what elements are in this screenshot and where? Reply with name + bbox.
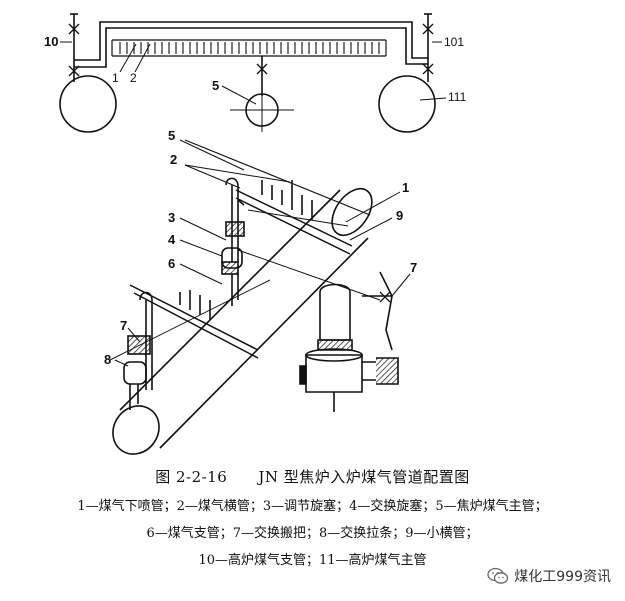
pipeline-diagram: 10 101 111 1 2 5 xyxy=(44,13,467,455)
gas-header-pipe xyxy=(74,21,428,61)
blast-furnace-gas-main-right xyxy=(378,75,436,133)
label-8-persp: 8 xyxy=(104,352,111,367)
valve-icon xyxy=(256,63,268,75)
label-5-top: 5 xyxy=(212,78,219,93)
perspective-view xyxy=(109,139,411,455)
label-3-persp: 3 xyxy=(168,210,175,225)
label-9-persp: 9 xyxy=(396,208,403,223)
label-5-persp: 5 xyxy=(168,128,175,143)
label-7-persp-left: 7 xyxy=(120,318,127,333)
valve-icon xyxy=(379,291,391,303)
valve-icon xyxy=(68,65,80,77)
label-1-persp: 1 xyxy=(402,180,409,195)
valve-icon xyxy=(422,63,434,75)
label-111: 111 xyxy=(448,90,467,104)
watermark-text: 煤化工999资讯 xyxy=(514,569,611,585)
label-2-top: 2 xyxy=(130,71,137,85)
down-nozzle-row xyxy=(119,42,380,54)
top-view xyxy=(59,13,447,133)
valve-icon xyxy=(68,23,80,35)
watermark: 煤化工999资讯 xyxy=(487,566,611,586)
figure-caption: 图 2-2-16 JN 型焦炉入炉煤气管道配置图 xyxy=(155,468,470,486)
label-10: 10 xyxy=(44,34,58,49)
blast-furnace-gas-main-left xyxy=(59,75,117,133)
legend-line: 6—煤气支管；7—交换搬把；8—交换拉条；9—小横管； xyxy=(146,526,479,541)
label-6-persp: 6 xyxy=(168,256,175,271)
legend-line: 1—煤气下喷管；2—煤气横管；3—调节旋塞；4—交换旋塞；5—焦炉煤气主管； xyxy=(77,499,548,514)
gas-header-pipe-inner xyxy=(74,27,428,68)
label-4-persp: 4 xyxy=(168,232,176,247)
label-7-persp-right: 7 xyxy=(410,260,417,275)
valve-icon xyxy=(422,23,434,35)
wechat-icon xyxy=(487,567,509,584)
exchange-cock-detail xyxy=(299,271,399,412)
label-2-persp: 2 xyxy=(170,152,177,167)
label-101: 101 xyxy=(444,35,464,49)
label-1-top: 1 xyxy=(112,71,119,85)
legend-line: 10—高炉煤气支管；11—高炉煤气主管 xyxy=(198,553,427,568)
